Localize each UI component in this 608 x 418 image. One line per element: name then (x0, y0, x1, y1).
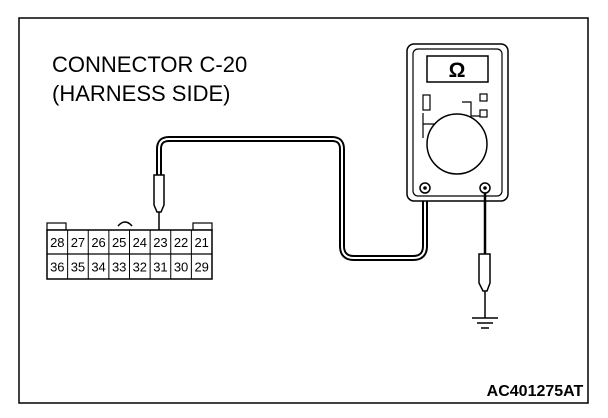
ground-icon (472, 317, 498, 329)
figure-code: AC401275AT (487, 383, 584, 400)
pin-top-22: 22 (174, 235, 188, 250)
pin-top-23: 23 (153, 235, 167, 250)
ohmmeter: Ω (406, 43, 509, 202)
pin-bottom-31: 31 (153, 260, 167, 275)
connector-tab-right (192, 222, 213, 231)
pin-bottom-33: 33 (112, 260, 126, 275)
ground-probe (478, 253, 491, 318)
meter-indicator-lower (479, 109, 488, 118)
title-line-1: CONNECTOR C-20 (52, 52, 247, 77)
ohm-symbol: Ω (449, 59, 466, 82)
connector-tab-left (46, 222, 67, 231)
test-lead-wire-inner (158, 138, 426, 259)
title-line-2: (HARNESS SIDE) (52, 81, 230, 106)
pin-top-25: 25 (112, 235, 126, 250)
pin-bottom-36: 36 (50, 260, 64, 275)
meter-switch (422, 94, 431, 111)
pin-top-26: 26 (91, 235, 105, 250)
connector-c20: 28 27 26 25 24 23 22 21 36 35 34 33 32 31 30 29 (46, 221, 213, 280)
meter-indicator-upper (479, 93, 488, 102)
pin-top-21: 21 (194, 235, 208, 250)
pin-top-28: 28 (50, 235, 64, 250)
pin-bottom-34: 34 (91, 260, 105, 275)
pin-top-24: 24 (133, 235, 147, 250)
pin-top-27: 27 (71, 235, 85, 250)
pin-bottom-35: 35 (71, 260, 85, 275)
connector-latch (117, 221, 133, 227)
pin-bottom-32: 32 (133, 260, 147, 275)
meter-selector-dial (426, 113, 488, 175)
meter-display (426, 55, 489, 83)
pin-bottom-29: 29 (194, 260, 208, 275)
pin-bottom-30: 30 (174, 260, 188, 275)
